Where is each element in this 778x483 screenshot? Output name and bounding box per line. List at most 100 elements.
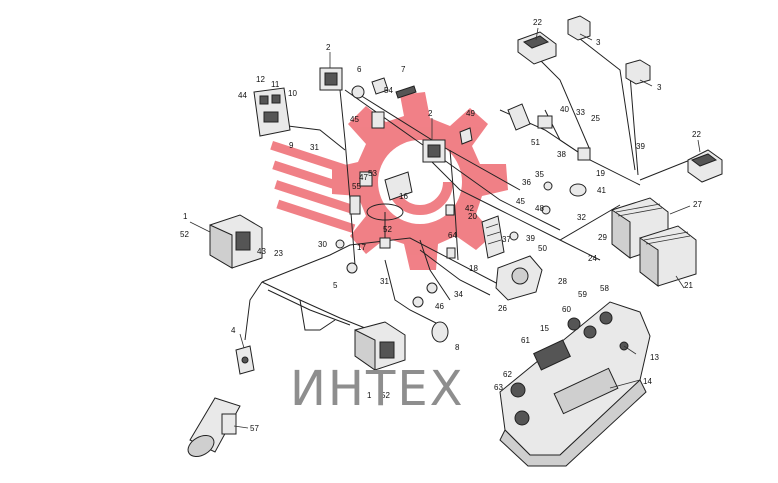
relay-54 [371, 77, 389, 95]
callout-24: 24 [588, 254, 597, 263]
callout-31: 31 [380, 277, 389, 286]
callout-43: 43 [257, 247, 266, 256]
callout-64: 64 [448, 231, 457, 240]
callout-48: 48 [535, 204, 544, 213]
relay-cluster-40 [507, 103, 591, 241]
switch-4 [235, 345, 255, 375]
callout-29: 29 [598, 233, 607, 242]
callout-46: 46 [435, 302, 444, 311]
callout-37: 37 [502, 235, 511, 244]
callout-39: 39 [636, 142, 645, 151]
callout-45: 45 [350, 115, 359, 124]
callout-49: 49 [466, 109, 475, 118]
callout-32: 32 [577, 213, 586, 222]
callout-20: 20 [468, 212, 477, 221]
instrument-panel-left [253, 87, 291, 137]
steering-assembly [349, 171, 413, 249]
relay-3-right [625, 59, 651, 85]
callout-59: 59 [578, 290, 587, 299]
callout-51: 51 [531, 138, 540, 147]
callout-47: 47 [359, 173, 368, 182]
sensor-46 [412, 296, 424, 308]
callout-3: 3 [596, 38, 601, 47]
switch-6 [351, 85, 365, 99]
callout-6: 6 [357, 65, 362, 74]
callout-40: 40 [560, 105, 569, 114]
callout-44: 44 [238, 91, 247, 100]
callout-2: 2 [428, 109, 433, 118]
callout-28: 28 [558, 277, 567, 286]
dashboard-14 [499, 301, 651, 467]
callout-22: 22 [533, 18, 542, 27]
callout-5: 5 [333, 281, 338, 290]
callout-30: 30 [318, 240, 327, 249]
callout-1: 1 [367, 391, 372, 400]
horn-8 [431, 321, 449, 343]
callout-21: 21 [684, 281, 693, 290]
callout-57: 57 [250, 424, 259, 433]
pedal-switch-20 [481, 215, 505, 259]
callout-11: 11 [271, 80, 280, 89]
callout-41: 41 [597, 186, 606, 195]
lamp-2-right [422, 139, 446, 163]
watermark-text: ИНТЕХ [290, 361, 465, 417]
callout-60: 60 [562, 305, 571, 314]
callout-16: 16 [399, 192, 408, 201]
callout-36: 36 [522, 178, 531, 187]
callout-26: 26 [498, 304, 507, 313]
callout-62: 62 [503, 370, 512, 379]
callout-53: 53 [368, 169, 377, 178]
starter-motor-18 [495, 255, 543, 301]
relay-3-top [567, 15, 591, 41]
callout-14: 14 [643, 377, 652, 386]
callout-39: 39 [526, 234, 535, 243]
callout-63: 63 [494, 383, 503, 392]
callout-35: 35 [535, 170, 544, 179]
callout-2: 2 [326, 43, 331, 52]
lamp-22-right [687, 149, 723, 183]
callout-55: 55 [352, 182, 361, 191]
callout-52: 52 [381, 391, 390, 400]
callout-31: 31 [310, 143, 319, 152]
callout-23: 23 [274, 249, 283, 258]
callout-15: 15 [540, 324, 549, 333]
callout-58: 58 [600, 284, 609, 293]
relay-45 [371, 111, 385, 129]
battery-21 [639, 225, 697, 288]
callout-42: 42 [465, 204, 474, 213]
callout-7: 7 [401, 65, 406, 74]
callout-54: 54 [384, 86, 393, 95]
callout-1: 1 [183, 212, 188, 221]
callout-50: 50 [538, 244, 547, 253]
callout-52: 52 [180, 230, 189, 239]
switch-49 [459, 127, 473, 145]
callout-22: 22 [692, 130, 701, 139]
lamp-22-top [517, 31, 557, 65]
callout-38: 38 [557, 150, 566, 159]
callout-13: 13 [650, 353, 659, 362]
callout-61: 61 [521, 336, 530, 345]
headlamp-right [354, 321, 406, 371]
callout-45: 45 [516, 197, 525, 206]
fuse-7 [395, 85, 417, 99]
callout-19: 19 [596, 169, 605, 178]
callout-18: 18 [469, 264, 478, 273]
callout-34: 34 [454, 290, 463, 299]
callout-27: 27 [693, 200, 702, 209]
headlamp-left [209, 214, 263, 269]
callout-25: 25 [591, 114, 600, 123]
callout-12: 12 [256, 75, 265, 84]
callout-10: 10 [288, 89, 297, 98]
motor-57 [187, 397, 241, 457]
callout-52: 52 [383, 225, 392, 234]
callout-4: 4 [231, 326, 236, 335]
callout-3: 3 [657, 83, 662, 92]
leader-lines [189, 27, 701, 429]
callout-33: 33 [576, 108, 585, 117]
sensor-34 [426, 282, 438, 294]
callout-9: 9 [289, 141, 294, 150]
callout-labels: 1 52 1 52 2 2 3 3 4 5 6 7 8 9 10 11 12 1… [180, 18, 702, 433]
switch-group [335, 204, 456, 274]
